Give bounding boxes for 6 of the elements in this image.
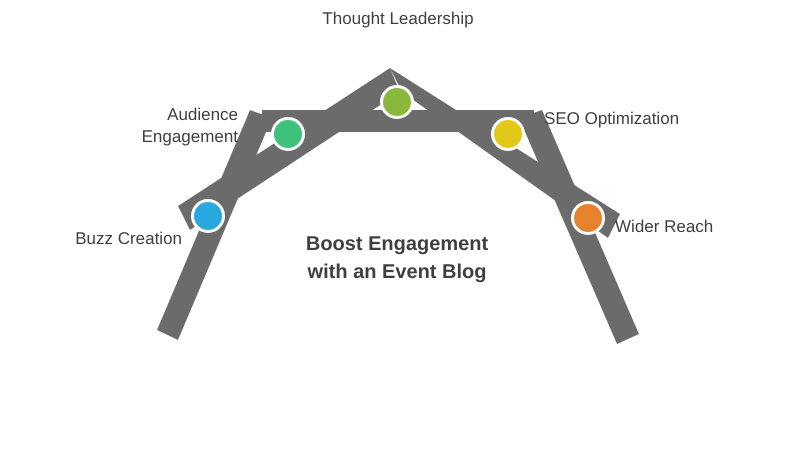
stage-label: Buzz Creation xyxy=(74,228,182,250)
stage-label: Wider Reach xyxy=(615,216,714,238)
center-title: Boost Engagement with an Event Blog xyxy=(304,232,490,285)
stage-label: Thought Leadership xyxy=(321,8,475,30)
stage-label: Audience Engagement xyxy=(140,104,238,148)
stage-label: SEO Optimization xyxy=(544,108,680,130)
